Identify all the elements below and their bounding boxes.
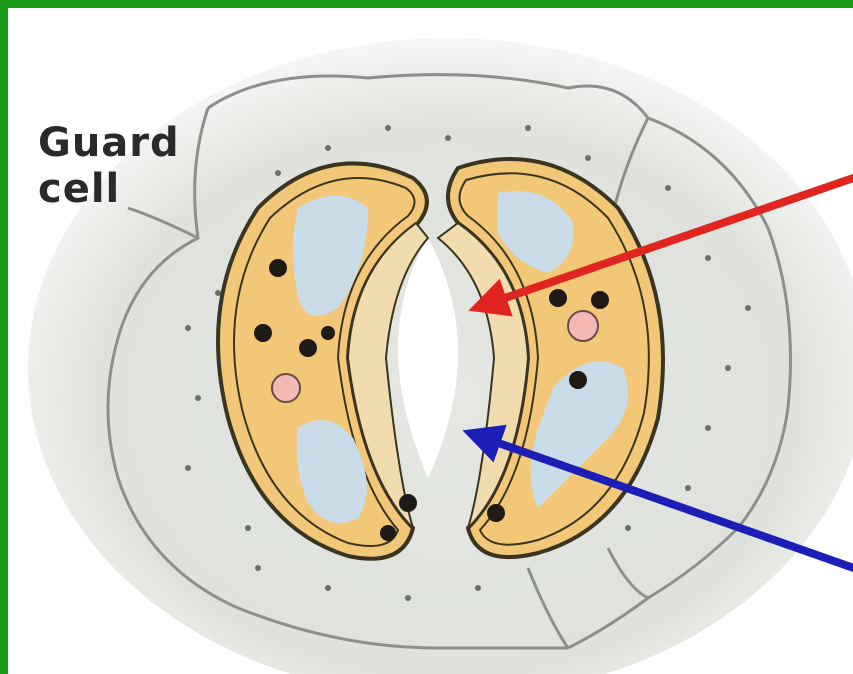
stomata-diagram — [8, 8, 853, 674]
guard-cell-label: Guard cell — [38, 120, 180, 212]
